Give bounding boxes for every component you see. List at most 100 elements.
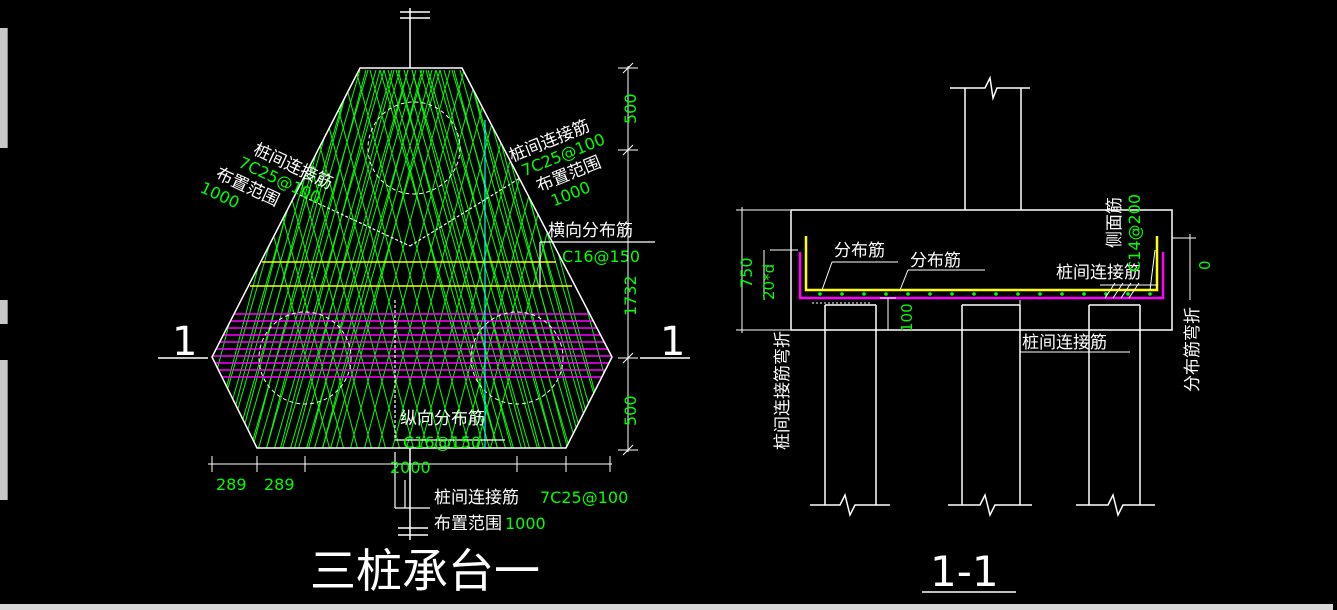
section-distribution-bar [798,252,1165,300]
pile-link-bar-line [321,69,433,448]
svg-text:1: 1 [172,319,197,365]
pile-link-bar-line [217,69,329,448]
pile-link-bar-line [273,69,385,448]
dim-left-2: 289 [264,475,295,494]
longitudinal-bar-spec: C16@150 [403,433,481,452]
section-dim-height: 750 [737,257,756,288]
pile-link-bar-line [281,69,393,448]
pile-link-hatch-line [42,70,142,450]
pile-link-hatch-line [98,70,198,450]
pile-link-hatch-line [391,69,493,448]
transverse-bars [250,261,572,287]
pile-link-hatch-line [321,69,423,448]
pile-link-hatch-line [84,70,184,450]
pile-link-bar-line [212,69,321,448]
pile-link-hatch-line [636,70,736,450]
section-dim-right: 0 [1196,260,1214,270]
section-bar-dot [1082,292,1086,296]
status-bar-strip [0,604,1337,610]
plan-leaders [299,177,655,509]
pile-link-bar-line [427,69,539,448]
plan-dim-vertical [618,62,638,456]
pile-link-bar-line [443,69,555,448]
pile-link-hatch-line [335,69,437,448]
right-pile-link-note: 桩间连接筋 7C25@100 布置范围 1000 [506,116,607,210]
pile-link-bar-line [435,69,547,448]
window-edge-tab-top [0,28,8,148]
pile-link-hatch-line [383,69,485,448]
pile-link-hatch-line [293,69,395,448]
pile-link-hatch-line [265,69,367,448]
dim-left-1: 289 [216,475,247,494]
pile-link-hatch-line [411,69,513,448]
section-bar-dot [1016,292,1020,296]
bottom-range-label: 布置范围 [434,514,502,534]
pile-link-bar-line [475,69,587,448]
section-dim-right [1172,234,1196,300]
section-label-link-bend: 桩间连接筋弯折 [773,331,793,450]
plan-dim-horizontal [208,456,612,472]
pile-link-hatch-line [307,69,409,448]
pile-right [470,311,564,405]
section-label-dist-1: 分布筋 [834,241,885,261]
pile-link-hatch-line [0,70,100,450]
section-label-link-bottom: 桩间连接筋 [1022,333,1107,353]
window-edge-tab-bottom [0,360,8,500]
section-label-link-top: 桩间连接筋 [1056,263,1141,283]
section-bar-dot [1126,292,1130,296]
section-bar-dot [1060,292,1064,296]
section-dim-left [736,207,896,333]
pile-link-hatch-line [355,69,457,448]
svg-text:1-1: 1-1 [930,547,999,596]
section-mark-right: 1 [640,319,690,365]
pile-link-hatch-line [313,69,415,448]
svg-text:1: 1 [660,319,685,365]
pile-link-hatch-line [453,69,555,448]
pile-link-hatch-line [28,70,128,450]
pile-link-hatch-line [229,69,331,448]
bottom-range-value: 1000 [505,514,546,533]
pile-link-hatch-line [279,69,381,448]
pile-link-hatch-line [678,70,778,450]
pile-link-bar-line [265,69,377,448]
column-break-top [398,8,430,540]
transverse-bar-label: 横向分布筋 [548,221,633,241]
pile-link-hatch-line [341,69,443,448]
pile-link-hatch-line [212,69,227,448]
section-label-side-spec: C14@200 [1125,194,1144,272]
section-bar-dot [972,292,976,296]
pile-link-hatch-line [425,69,527,448]
longitudinal-bar-label: 纵向分布筋 [400,409,485,429]
pile-link-hatch-line [14,70,114,450]
section-bar-dot [994,292,998,296]
section-view: 750 20*d 100 0 分布筋 分布筋 桩间连接筋 侧面筋 C14@200… [736,75,1214,596]
window-edge-tab-mid [0,300,8,324]
section-bar-dot [906,292,910,296]
pile-link-hatch-line [212,69,213,448]
pile-link-bar-line [241,69,353,448]
plan-view: 1 1 桩间连接筋 7C25@100 布置范围 1000 桩间连接筋 7C25@… [0,8,778,598]
pile-link-hatch-line [212,69,241,448]
pile-link-hatch-line [439,69,541,448]
section-cap-outline [790,209,1173,331]
section-dim-cover: 100 [898,303,916,332]
section-bar-dot [1148,292,1152,296]
pile-link-hatch-line [650,70,750,450]
section-label-dist-bend: 分布筋弯折 [1183,307,1203,392]
section-label-side-bar: 侧面筋 [1105,197,1125,248]
section-bar-dots [818,292,1152,296]
section-link-bar [804,236,1159,292]
bottom-link-spec: 7C25@100 [540,488,628,507]
pile-top [367,101,461,195]
pile-link-hatch-line [56,70,156,450]
pile-link-bar-line [233,69,345,448]
plan-title: 三桩承台一 [310,544,540,598]
dim-width: 2000 [390,458,431,477]
section-bar-dot [950,292,954,296]
pile-link-hatch-line [349,69,451,448]
pile-link-hatch-line [369,69,471,448]
section-bar-dot [928,292,932,296]
section-bar-dot [840,292,844,296]
pile-link-bar-line [419,69,531,448]
